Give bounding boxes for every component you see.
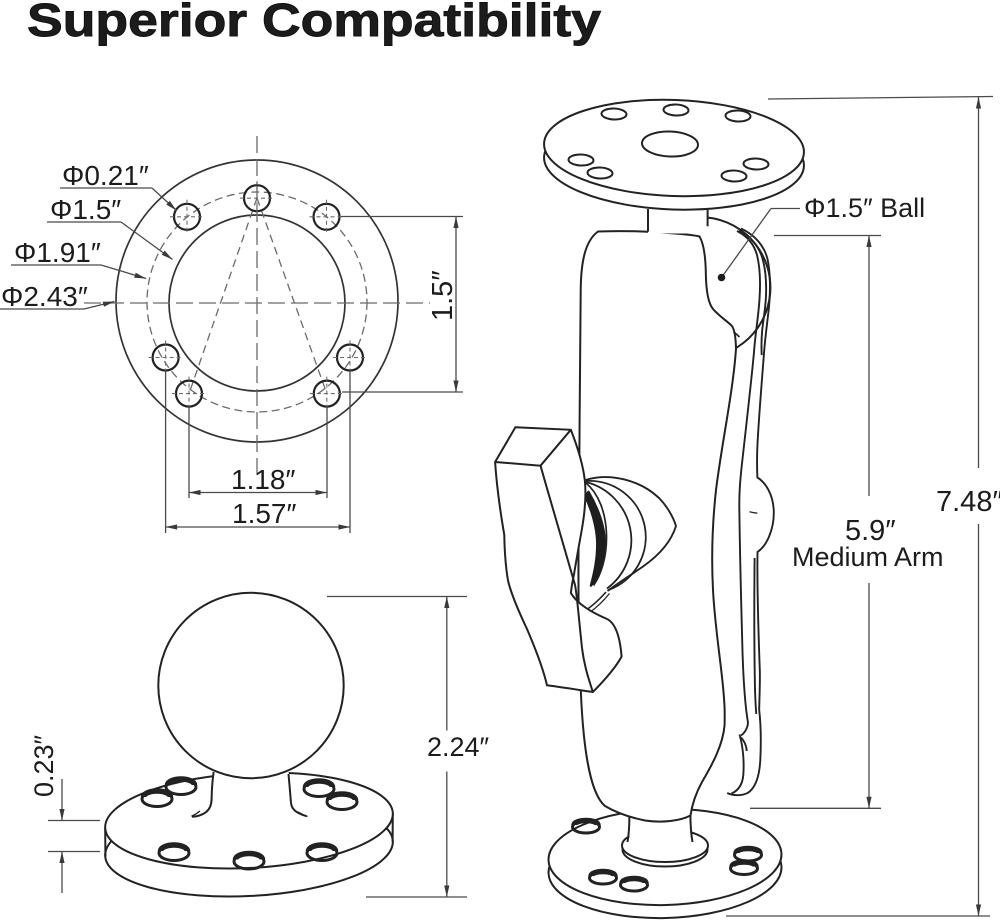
svg-text:1.18″: 1.18″ xyxy=(231,464,295,495)
svg-text:Superior Compatibility: Superior Compatibility xyxy=(27,0,601,46)
svg-text:Φ1.5″: Φ1.5″ xyxy=(50,194,121,225)
svg-text:7.48″: 7.48″ xyxy=(936,486,1000,518)
svg-text:Φ1.5″ Ball: Φ1.5″ Ball xyxy=(804,193,925,223)
svg-text:2.24″: 2.24″ xyxy=(427,732,490,762)
svg-text:Φ2.43″: Φ2.43″ xyxy=(1,281,88,312)
svg-text:5.9″: 5.9″ xyxy=(845,515,896,547)
svg-text:Φ0.21″: Φ0.21″ xyxy=(62,160,149,191)
svg-text:0.23″: 0.23″ xyxy=(29,734,59,797)
svg-text:1.57″: 1.57″ xyxy=(232,498,296,529)
svg-text:Medium Arm: Medium Arm xyxy=(792,542,944,572)
svg-text:Φ1.91″: Φ1.91″ xyxy=(14,237,101,268)
svg-text:1.5″: 1.5″ xyxy=(427,270,459,321)
